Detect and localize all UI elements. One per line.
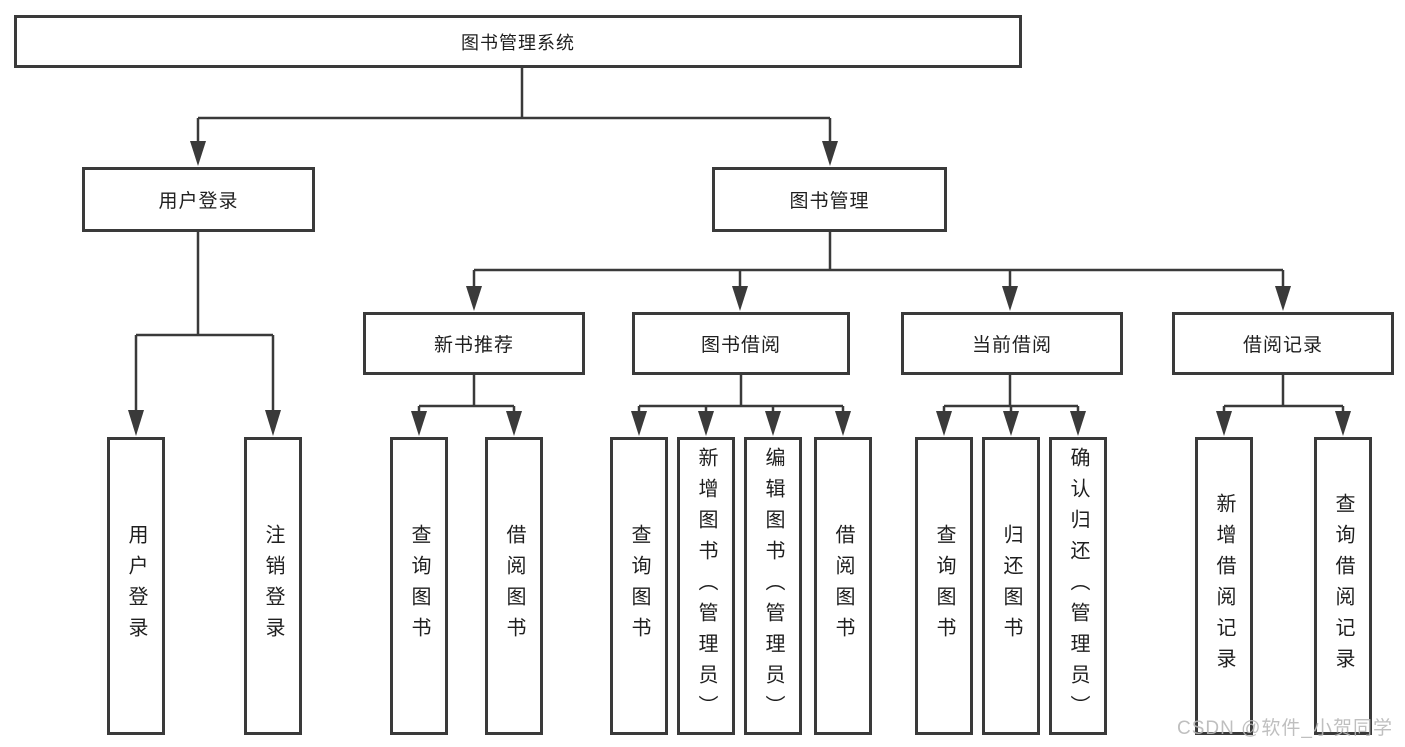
leaf-label: 用户登录 xyxy=(125,524,147,648)
arrowhead-icon xyxy=(411,411,427,436)
leaf-return-books: 归还图书 xyxy=(982,437,1040,735)
leaf-label: 查询图书 xyxy=(408,524,430,648)
leaf-label: 新增图书（管理员） xyxy=(695,446,717,726)
arrowhead-icon xyxy=(732,286,748,311)
leaf-edit-books-admin: 编辑图书（管理员） xyxy=(744,437,802,735)
node-new-book-recommendation: 新书推荐 xyxy=(363,312,585,375)
leaf-query-books: 查询图书 xyxy=(915,437,973,735)
leaf-label: 查询借阅记录 xyxy=(1332,493,1354,679)
leaf-label: 编辑图书（管理员） xyxy=(762,446,784,726)
leaf-label: 借阅图书 xyxy=(832,524,854,648)
arrowhead-icon xyxy=(1002,286,1018,311)
connector-path xyxy=(134,67,1345,412)
node-current-borrowing: 当前借阅 xyxy=(901,312,1123,375)
leaf-add-borrow-record: 新增借阅记录 xyxy=(1195,437,1253,735)
arrowhead-icon xyxy=(835,411,851,436)
node-user-login: 用户登录 xyxy=(82,167,315,232)
arrowhead-icon xyxy=(1070,411,1086,436)
leaf-borrow-books: 借阅图书 xyxy=(814,437,872,735)
arrowhead-icon xyxy=(822,141,838,166)
leaf-query-books: 查询图书 xyxy=(610,437,668,735)
arrowhead-icon xyxy=(506,411,522,436)
leaf-user-login: 用户登录 xyxy=(107,437,165,735)
arrowhead-icon xyxy=(698,411,714,436)
arrowhead-icon xyxy=(1003,411,1019,436)
leaf-query-borrow-record: 查询借阅记录 xyxy=(1314,437,1372,735)
arrowhead-icon xyxy=(1275,286,1291,311)
leaf-label: 归还图书 xyxy=(1000,524,1022,648)
node-borrowing-records: 借阅记录 xyxy=(1172,312,1394,375)
leaf-query-books: 查询图书 xyxy=(390,437,448,735)
arrowhead-icon xyxy=(631,411,647,436)
arrowhead-icon xyxy=(128,410,144,436)
arrowhead-icon xyxy=(936,411,952,436)
leaf-label: 确认归还（管理员） xyxy=(1067,446,1089,726)
arrowhead-icon xyxy=(765,411,781,436)
arrowhead-icon xyxy=(190,141,206,166)
arrowhead-icon xyxy=(265,410,281,436)
leaf-label: 借阅图书 xyxy=(503,524,525,648)
leaf-borrow-books: 借阅图书 xyxy=(485,437,543,735)
arrowhead-icon xyxy=(1335,411,1351,436)
arrowhead-icon xyxy=(466,286,482,311)
arrowhead-icon xyxy=(1216,411,1232,436)
leaf-confirm-return-admin: 确认归还（管理员） xyxy=(1049,437,1107,735)
node-library-management-system: 图书管理系统 xyxy=(14,15,1022,68)
node-book-borrowing: 图书借阅 xyxy=(632,312,850,375)
leaf-logout: 注销登录 xyxy=(244,437,302,735)
leaf-label: 查询图书 xyxy=(628,524,650,648)
leaf-label: 新增借阅记录 xyxy=(1213,493,1235,679)
node-book-management: 图书管理 xyxy=(712,167,947,232)
leaf-label: 注销登录 xyxy=(262,524,284,648)
leaf-label: 查询图书 xyxy=(933,524,955,648)
leaf-add-books-admin: 新增图书（管理员） xyxy=(677,437,735,735)
